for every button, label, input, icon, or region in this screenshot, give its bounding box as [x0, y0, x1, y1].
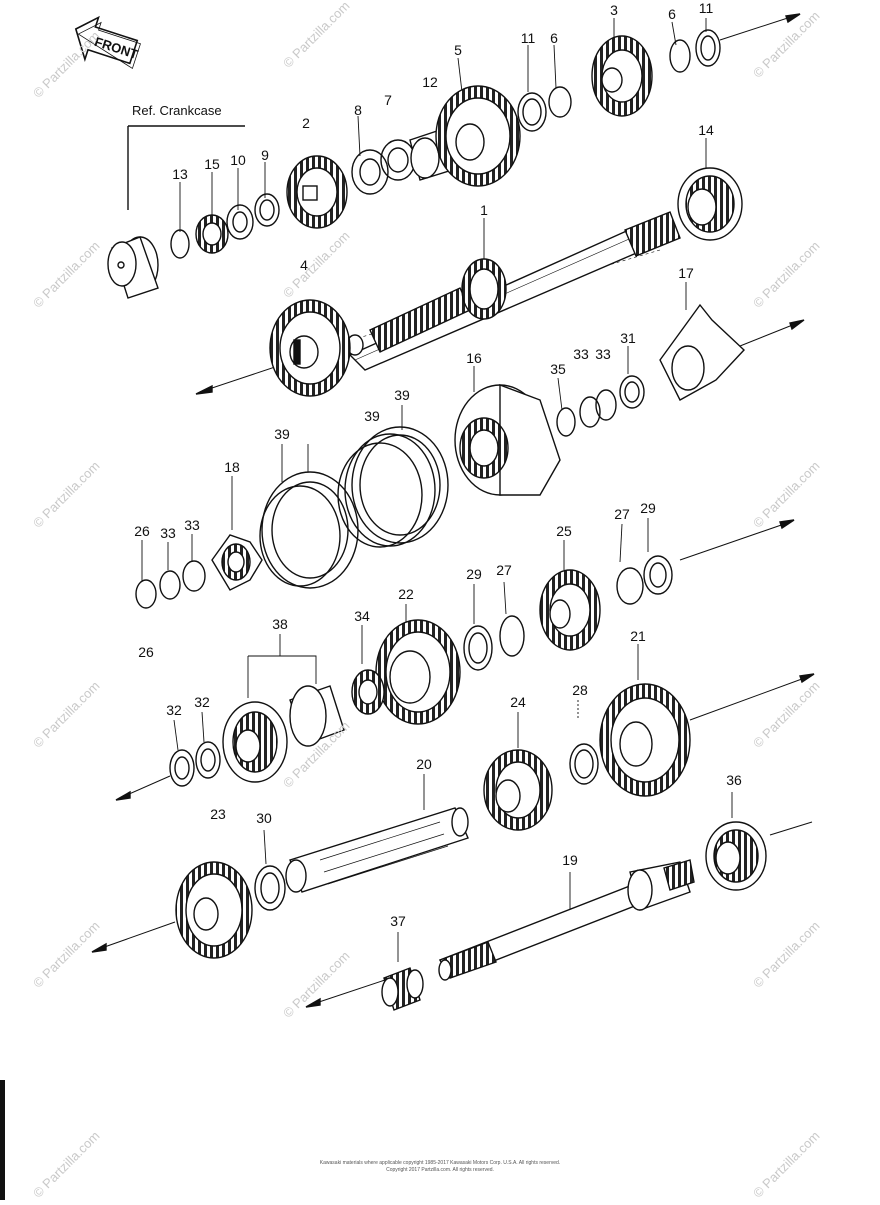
crankcase-ref: [107, 236, 159, 299]
clutch-parts: [135, 303, 745, 609]
part-number[interactable]: 12: [422, 74, 438, 90]
part-number[interactable]: 39: [364, 408, 380, 424]
part-number[interactable]: 29: [640, 500, 656, 516]
part-number[interactable]: 24: [510, 694, 526, 710]
parts-row-1: [170, 29, 743, 259]
countershaft-parts: [169, 555, 767, 891]
axis-line: [729, 321, 801, 351]
part-number[interactable]: 26: [138, 644, 154, 660]
margin-bar: [0, 1080, 5, 1200]
axis-line: [679, 521, 791, 561]
part-number[interactable]: 33: [160, 525, 176, 541]
part-number[interactable]: 27: [496, 562, 512, 578]
axis-arrow-icon: [195, 384, 213, 395]
part-number[interactable]: 3: [610, 2, 618, 18]
part-number[interactable]: 11: [520, 30, 536, 46]
part-number[interactable]: 23: [210, 806, 226, 822]
part-number[interactable]: 26: [134, 523, 150, 539]
part-number[interactable]: 36: [726, 772, 742, 788]
part-number[interactable]: 33: [573, 346, 589, 362]
part-number[interactable]: 22: [398, 586, 414, 602]
part-number[interactable]: 15: [204, 156, 220, 172]
part-number[interactable]: 31: [620, 330, 636, 346]
part-number[interactable]: 6: [668, 6, 676, 22]
part-number[interactable]: 19: [562, 852, 578, 868]
part-number[interactable]: 13: [172, 166, 188, 182]
lower-shafts: [175, 807, 695, 1011]
axis-arrow-icon: [799, 673, 815, 684]
reference-label: Ref. Crankcase: [132, 103, 222, 118]
axis-line: [769, 821, 813, 836]
part-number[interactable]: 8: [354, 102, 362, 118]
axis-arrow-icon: [91, 942, 107, 953]
part-number[interactable]: 4: [300, 257, 308, 273]
part-number[interactable]: 1: [480, 202, 488, 218]
reference-bracket: [127, 125, 245, 210]
axis-line: [95, 921, 176, 951]
part-number[interactable]: 2: [302, 115, 310, 131]
part-number[interactable]: 21: [630, 628, 646, 644]
part-number[interactable]: 5: [454, 42, 462, 58]
part-number[interactable]: 16: [466, 350, 482, 366]
axis-line: [689, 675, 811, 721]
axis-line: [309, 979, 386, 1006]
axis-arrow-icon: [305, 997, 321, 1008]
gear-4: [269, 299, 351, 397]
part-number[interactable]: 7: [384, 92, 392, 108]
part-number[interactable]: 29: [466, 566, 482, 582]
part-number[interactable]: 35: [550, 361, 566, 377]
part-number[interactable]: 34: [354, 608, 370, 624]
part-number[interactable]: 32: [194, 694, 210, 710]
part-number[interactable]: 38: [272, 616, 288, 632]
part-number[interactable]: 33: [184, 517, 200, 533]
copyright-notice: Kawasaki materials where applicable copy…: [319, 1160, 561, 1173]
part-number[interactable]: 39: [394, 387, 410, 403]
leader-lines: [141, 18, 733, 962]
part-number[interactable]: 9: [261, 147, 269, 163]
part-number[interactable]: 11: [698, 0, 714, 16]
axis-arrow-icon: [115, 790, 131, 801]
axis-arrow-icon: [789, 319, 805, 331]
part-number[interactable]: 28: [572, 682, 588, 698]
part-number[interactable]: 30: [256, 810, 272, 826]
part-number[interactable]: 39: [274, 426, 290, 442]
part-number[interactable]: 25: [556, 523, 572, 539]
part-number[interactable]: 14: [698, 122, 714, 138]
part-number[interactable]: 18: [224, 459, 240, 475]
axis-arrow-icon: [785, 13, 801, 24]
part-number[interactable]: 10: [230, 152, 246, 168]
part-number[interactable]: 37: [390, 913, 406, 929]
part-number[interactable]: 20: [416, 756, 432, 772]
mainshaft: [346, 211, 681, 371]
part-number[interactable]: 6: [550, 30, 558, 46]
part-number[interactable]: 27: [614, 506, 630, 522]
part-number[interactable]: 17: [678, 265, 694, 281]
axis-arrow-icon: [779, 519, 795, 530]
part-number[interactable]: 33: [595, 346, 611, 362]
part-number[interactable]: 32: [166, 702, 182, 718]
